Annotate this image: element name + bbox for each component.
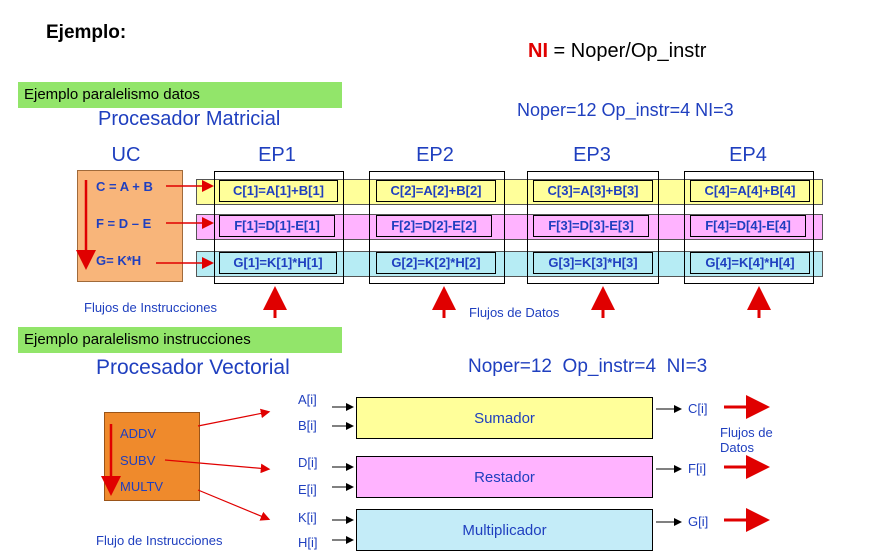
- cell-ep3-add: C[3]=A[3]+B[3]: [533, 180, 653, 202]
- vector-processor-title: Procesador Vectorial: [96, 356, 290, 379]
- cell-ep3-mul: G[3]=K[3]*H[3]: [533, 252, 653, 274]
- cell-ep4-add: C[4]=A[4]+B[4]: [690, 180, 810, 202]
- ep3-column: [527, 171, 659, 284]
- ni-symbol: NI: [528, 40, 548, 62]
- cell-ep4-mul: G[4]=K[4]*H[4]: [690, 252, 810, 274]
- input-h: H[i]: [298, 535, 318, 550]
- uc-instruction-sub: F = D – E: [96, 216, 152, 231]
- uc-instruction-mul: G= K*H: [96, 253, 142, 268]
- matrix-processor-title: Procesador Matricial: [98, 108, 281, 130]
- ctrl-to-multiplier-arrow: [197, 489, 271, 521]
- instruction-flow-label: Flujo de Instrucciones: [96, 533, 223, 548]
- add-row-band: [196, 179, 823, 205]
- ctrl-to-subtractor-arrow: [164, 459, 271, 474]
- input-e: E[i]: [298, 482, 317, 497]
- output-g: G[i]: [688, 514, 709, 529]
- ni-formula: NI = Noper/Op_instr: [528, 40, 706, 63]
- ep4-column: [684, 171, 814, 284]
- input-k: K[i]: [298, 510, 317, 525]
- mul-row-band: [196, 251, 823, 277]
- output-c: C[i]: [688, 401, 708, 416]
- ep1-label: EP1: [258, 144, 296, 166]
- vector-params: Noper=12 Op_instr=4 NI=3: [468, 356, 708, 377]
- uc-instruction-add: C = A + B: [96, 179, 153, 194]
- cell-ep1-mul: G[1]=K[1]*H[1]: [219, 252, 337, 274]
- ep1-column: [214, 171, 344, 284]
- page-heading: Ejemplo:: [46, 22, 127, 43]
- data-flows-label: Flujos de Datos: [469, 305, 560, 320]
- subtractor-unit: Restador: [356, 456, 653, 498]
- input-b: B[i]: [298, 418, 317, 433]
- output-f: F[i]: [688, 461, 707, 476]
- ni-formula-text: = Noper/Op_instr: [548, 40, 707, 62]
- ep2-label: EP2: [416, 144, 454, 166]
- data-parallelism-tag: Ejemplo paralelismo datos: [18, 82, 342, 108]
- instruction-flows-label: Flujos de Instrucciones: [84, 300, 217, 315]
- cell-ep1-add: C[1]=A[1]+B[1]: [219, 180, 338, 202]
- subtractor-label: Restador: [474, 468, 535, 486]
- cell-ep2-mul: G[2]=K[2]*H[2]: [376, 252, 496, 274]
- multiplier-unit: Multiplicador: [356, 509, 653, 551]
- sub-row-band: [196, 214, 823, 240]
- multiplier-label: Multiplicador: [462, 521, 547, 539]
- cell-ep2-sub: F[2]=D[2]-E[2]: [376, 215, 492, 237]
- op-multv: MULTV: [120, 479, 164, 494]
- ep2-column: [369, 171, 505, 284]
- uc-label: UC: [111, 144, 141, 166]
- input-a: A[i]: [298, 392, 317, 407]
- instruction-parallelism-tag: Ejemplo paralelismo instrucciones: [18, 327, 342, 353]
- cell-ep2-add: C[2]=A[2]+B[2]: [376, 180, 496, 202]
- matrix-params: Noper=12 Op_instr=4 NI=3: [517, 100, 734, 120]
- input-d: D[i]: [298, 455, 318, 470]
- ep4-label: EP4: [729, 144, 767, 166]
- op-subv: SUBV: [120, 453, 156, 468]
- adder-unit: Sumador: [356, 397, 653, 439]
- adder-label: Sumador: [474, 409, 535, 427]
- ep3-label: EP3: [573, 144, 611, 166]
- vector-data-flows-label: Flujos de Datos: [720, 425, 773, 455]
- op-addv: ADDV: [120, 426, 157, 441]
- cell-ep4-sub: F[4]=D[4]-E[4]: [690, 215, 806, 237]
- cell-ep1-sub: F[1]=D[1]-E[1]: [219, 215, 335, 237]
- ctrl-to-adder-arrow: [197, 408, 271, 427]
- cell-ep3-sub: F[3]=D[3]-E[3]: [533, 215, 649, 237]
